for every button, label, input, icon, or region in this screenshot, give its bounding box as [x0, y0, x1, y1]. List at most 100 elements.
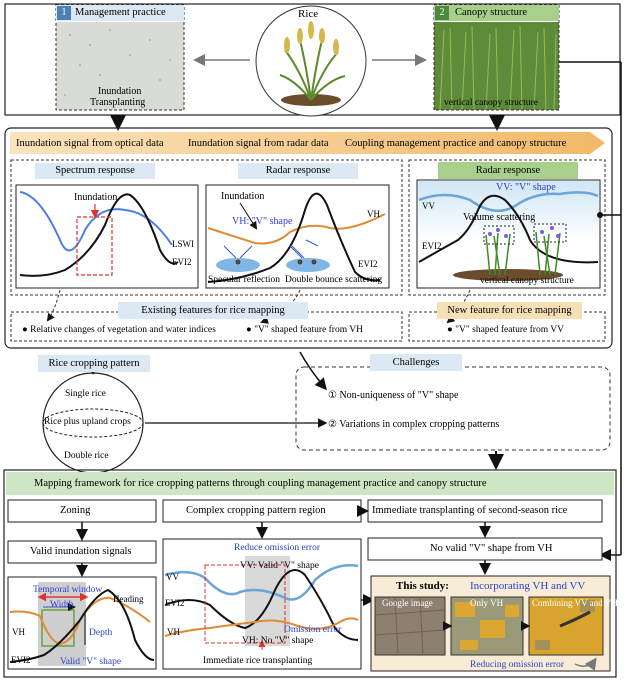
challenges-title: Challenges — [370, 354, 462, 371]
complex-vv-curve — [164, 564, 359, 601]
radar2-vv-shape-label: VV: "V" shape — [496, 182, 556, 193]
rice-plant-icon — [279, 39, 346, 101]
radar1-evi2-label: EVI2 — [358, 259, 378, 269]
canopy-header — [434, 5, 559, 21]
framework-title: Mapping framework for rice cropping patt… — [34, 478, 487, 489]
reduce-label: Reduce omission error — [234, 543, 321, 553]
management-title: Management practice — [75, 7, 166, 18]
management-caption-transplanting: Transplanting — [90, 97, 146, 108]
double-bounce-label: Double bounce scattering — [285, 275, 383, 285]
existing-bullet2: ● "V" shaped feature from VH — [246, 325, 364, 335]
valid-vh-label: VH — [12, 627, 25, 637]
complex-evi2-curve — [164, 569, 359, 641]
spectrum-panel — [15, 184, 199, 289]
radar1-vh-curve — [207, 213, 386, 245]
canopy-number-badge: 2 — [435, 6, 449, 20]
specular-label: Specular reflection — [208, 275, 281, 285]
band-item-radar: Inundation signal from radar data — [188, 138, 329, 149]
management-header — [56, 5, 184, 21]
combining-label: Combining VV and VH — [532, 598, 618, 608]
radar2-vv-curve — [418, 191, 599, 213]
complex-vh-curve — [164, 617, 359, 637]
reducing-label: Reducing omission error — [470, 660, 564, 670]
omission-label: Omission error — [284, 625, 342, 635]
framework-panel — [3, 469, 617, 678]
google-image-label: Google image — [382, 598, 433, 608]
challenge-item2: ② Variations in complex cropping pattern… — [328, 419, 500, 430]
radar2-rice-plants — [485, 231, 561, 276]
spectrum-title: Spectrum response — [35, 163, 155, 179]
radar1-vh-shape-label: VH: "V" shape — [232, 216, 293, 227]
challenges-panel — [295, 366, 611, 451]
rice-title: Rice — [298, 8, 319, 20]
existing-title: Existing features for rice mapping — [118, 302, 308, 319]
challenge-item1: ① Non-uniqueness of "V" shape — [328, 390, 459, 401]
newfeat-title: New feature for rice mapping — [437, 302, 582, 319]
only-vh-label: Only VH — [470, 598, 504, 608]
valid-evi2-label: EVI2 — [11, 655, 31, 665]
valid-vh-curve — [9, 596, 151, 646]
immediate-tp-label: Immediate rice transplanting — [203, 656, 313, 666]
existing-bullet1-text: Relative changes of vegetation and water… — [30, 325, 216, 335]
spectrum-lswi-label: LSWI — [172, 239, 194, 249]
valid-v-label: Valid "V" shape — [60, 657, 122, 667]
study-prefix: This study: — [396, 580, 449, 592]
band-item-coupling: Coupling management practice and canopy … — [345, 138, 567, 149]
existing-bullet2-text: "V" shaped feature from VH — [254, 325, 364, 335]
management-photo-texture — [64, 29, 171, 101]
google-image — [374, 596, 446, 656]
radar2-evi2-label: EVI2 — [422, 241, 442, 251]
radar1-vh-label: VH — [367, 209, 380, 219]
double-bounce-water — [286, 258, 330, 272]
complex-evi2-label: EVI2 — [165, 598, 185, 608]
radar2-evi2-curve — [418, 194, 599, 264]
zoning-label: Zoning — [60, 505, 91, 516]
no-valid-label: No valid "V" shape from VH — [430, 543, 553, 554]
valid-inundation-label: Valid inundation signals — [30, 546, 132, 557]
newfeat-bullet1: ● "V" shaped feature from VV — [447, 325, 565, 335]
rice-circle — [255, 5, 367, 117]
spectrum-inundation-window — [76, 216, 113, 276]
cropping-plus: Rice plus upland crops — [44, 417, 131, 427]
management-caption-inundation: Inundation — [98, 86, 142, 97]
valid-evi2-curve — [9, 588, 155, 663]
radar1-title: Radar response — [238, 163, 358, 179]
cropping-single: Single rice — [65, 389, 106, 399]
radar1-inundation-label: Inundation — [221, 191, 265, 202]
cropping-double: Double rice — [64, 451, 109, 461]
band-item-optical: Inundation signal from optical data — [16, 138, 164, 149]
study-title: Incorporating VH and VV — [470, 580, 586, 592]
radar2-vv-label: VV — [422, 201, 435, 211]
canopy-caption: vertical canopy structure — [444, 98, 538, 108]
canopy-photo-texture — [439, 25, 557, 111]
complex-label: Complex cropping pattern region — [186, 505, 326, 516]
complex-vv-label: VV — [166, 572, 179, 582]
newfeat-bullet1-text: "V" shaped feature from VV — [455, 325, 565, 335]
scatter-arrows — [223, 239, 319, 259]
radar2-volume-label: Volume scattering — [463, 212, 536, 223]
middle-panel — [4, 127, 613, 349]
cropping-title: Rice cropping pattern — [38, 355, 150, 372]
complex-vh-label: VH — [167, 627, 180, 637]
canopy-title: Canopy structure — [455, 7, 528, 18]
framework-title-bar — [6, 472, 614, 495]
vv-valid-label: VV: Valid "V" shape — [240, 561, 319, 571]
spectrum-evi2-curve — [19, 193, 179, 277]
radar2-canopy-label: vertical canopy structure — [480, 276, 574, 286]
depth-label: Depth — [89, 628, 113, 638]
width-label: Width — [50, 600, 74, 610]
management-number-badge: 1 — [57, 6, 71, 20]
radar1-evi2-curve — [207, 192, 381, 283]
spectrum-evi2-label: EVI2 — [172, 257, 192, 267]
arrow-band — [10, 132, 605, 154]
immediate-label: Immediate transplanting of second-season… — [372, 505, 568, 516]
radar2-title: Radar response — [438, 162, 578, 179]
spectrum-lswi-curve — [19, 191, 173, 252]
existing-bullet1: ● Relative changes of vegetation and wat… — [22, 325, 216, 335]
heading-label: Heading — [113, 594, 144, 604]
spectrum-inundation-label: Inundation — [74, 192, 118, 203]
vh-no-label: VH: No "V" shape — [242, 636, 314, 646]
specular-water — [216, 258, 260, 272]
management-photo — [56, 22, 184, 110]
